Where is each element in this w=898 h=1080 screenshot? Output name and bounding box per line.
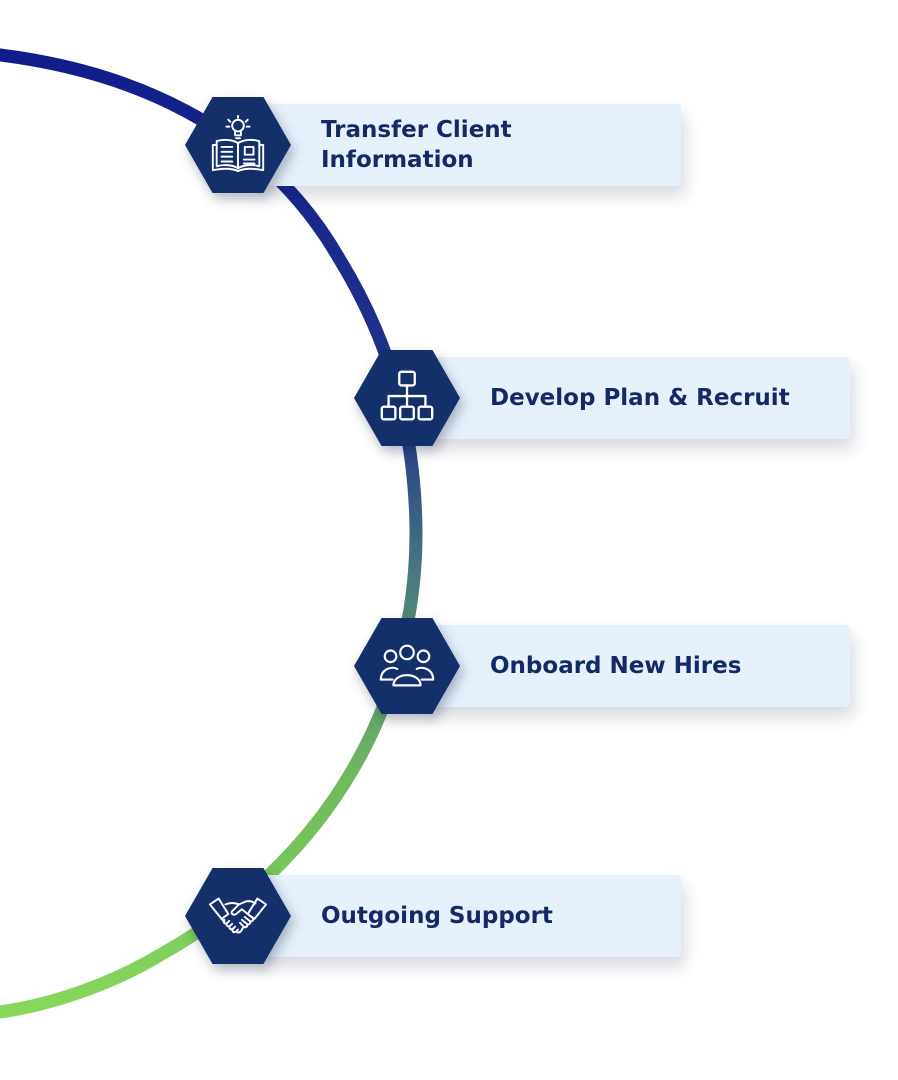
- step-onboard-new-hires: Onboard New Hires: [354, 618, 854, 714]
- step-card: Onboard New Hires: [426, 625, 850, 707]
- org-chart-icon: [380, 370, 434, 421]
- handshake-icon: [208, 897, 268, 934]
- step-label: Develop Plan & Recruit: [490, 385, 790, 411]
- step-label: Onboard New Hires: [490, 653, 742, 679]
- step-hexagon: [185, 868, 291, 964]
- step-develop-plan-recruit: Develop Plan & Recruit: [354, 350, 854, 446]
- step-card: Develop Plan & Recruit: [426, 357, 850, 439]
- step-hexagon: [354, 618, 460, 714]
- step-label: Outgoing Support: [321, 903, 553, 929]
- step-outgoing-support: Outgoing Support: [185, 868, 685, 964]
- step-transfer-client-information: Transfer Client Information: [185, 97, 685, 193]
- open-book-lightbulb-icon: [211, 114, 265, 173]
- step-hexagon: [354, 350, 460, 446]
- step-label: Transfer Client Information: [321, 117, 512, 173]
- step-card: Transfer Client Information: [257, 104, 681, 186]
- step-card: Outgoing Support: [257, 875, 681, 957]
- step-hexagon: [185, 97, 291, 193]
- people-group-icon: [379, 644, 435, 687]
